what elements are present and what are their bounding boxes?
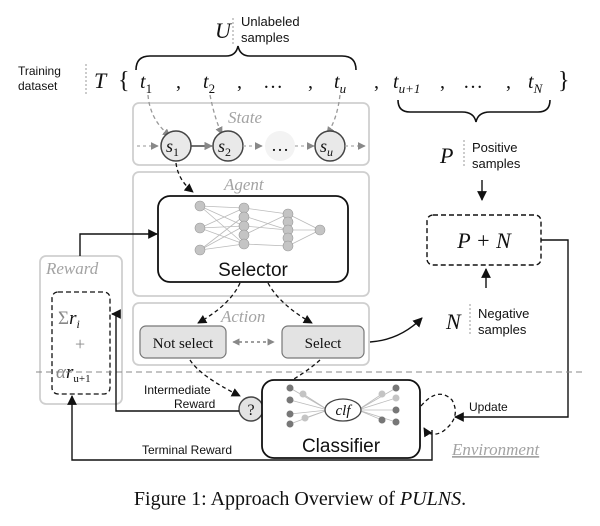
intermediate-reward-arrow [111, 309, 239, 412]
select-to-negative-arrow [369, 317, 423, 343]
pn-label: P + N [456, 228, 512, 253]
dataset-comma: , [506, 71, 511, 93]
clf-node [324, 398, 362, 422]
positive-label-line2: samples [472, 156, 521, 171]
pn-to-classifier-update-arrow [454, 239, 569, 422]
agent-title: Agent [223, 175, 265, 194]
positive-label-line1: Positive [472, 140, 518, 155]
action-title: Action [220, 307, 265, 326]
state-node-dots-label: … [271, 135, 289, 155]
unlabeled-label-line2: samples [241, 30, 290, 45]
select-label: Select [305, 336, 342, 352]
selector-box [157, 195, 349, 283]
training-open-brace: { [118, 68, 130, 94]
dataset-item-tu1: tu+1 [393, 71, 420, 96]
dataset-ellipsis: … [463, 71, 483, 93]
state-node-s2-label: s2 [218, 136, 231, 159]
terminal-reward-label: Terminal Reward [142, 443, 232, 457]
update-label: Update [469, 400, 508, 414]
environment-title: Environment [451, 440, 540, 459]
negative-symbol: N [445, 309, 462, 334]
dataset-items: t1 , t2 , … , tu , tu+1 , … , tN [140, 71, 544, 96]
classifier-label: Classifier [302, 436, 381, 457]
dataset-item-t1: t1 [140, 71, 152, 96]
t2-to-s2-curve [209, 94, 223, 135]
remaining-brace [397, 99, 551, 123]
state-node-dots [265, 131, 295, 161]
dataset-item-tu: tu [334, 71, 347, 96]
classifier-output-nodes [378, 384, 400, 426]
unlabeled-brace [135, 45, 357, 71]
state-to-selector-arrow [175, 162, 194, 193]
dataset-comma: , [440, 71, 445, 93]
not-select-button[interactable] [139, 325, 227, 359]
reward-title: Reward [45, 259, 99, 278]
not-select-to-question-arrow [189, 359, 241, 397]
intermediate-reward-line1: Intermediate [144, 383, 211, 397]
unlabeled-label-line1: Unlabeled [241, 14, 300, 29]
dataset-ellipsis: … [263, 71, 283, 93]
dataset-comma: , [176, 71, 181, 93]
select-button[interactable] [281, 325, 365, 359]
state-node-s1-label: s1 [166, 136, 179, 159]
training-label-line2: dataset [18, 79, 58, 93]
negative-label-line2: samples [478, 322, 527, 337]
dataset-comma: , [237, 71, 242, 93]
reward-sum-term: Σri [58, 308, 80, 331]
figure-caption: Figure 1: Approach Overview of PULNS. [134, 488, 466, 510]
classifier-network-icon [289, 387, 397, 425]
terminal-reward-arrow [67, 395, 433, 461]
unlabeled-symbol: U [215, 18, 233, 43]
reward-to-selector-arrow [79, 229, 158, 256]
positive-symbol: P [439, 143, 453, 168]
training-label-line1: Training [18, 64, 61, 78]
state-node-su-label: su [320, 136, 333, 159]
reward-plus: + [75, 334, 85, 354]
clf-label: clf [336, 403, 353, 419]
dataset-comma: , [308, 71, 313, 93]
not-select-label: Not select [153, 336, 214, 352]
neural-network-icon [199, 205, 321, 251]
selector-label: Selector [218, 260, 288, 281]
classifier-input-nodes [286, 384, 309, 428]
neural-nodes [194, 200, 326, 256]
intermediate-reward-line2: Reward [174, 397, 215, 411]
training-close-brace: } [558, 68, 570, 94]
classifier-update-loop [420, 393, 456, 438]
dataset-item-t2: t2 [203, 71, 215, 96]
dataset-item-tN: tN [528, 71, 544, 96]
reward-inner-box [51, 291, 111, 395]
training-symbol: T [94, 68, 108, 93]
negative-label-line1: Negative [478, 306, 529, 321]
state-title: State [228, 108, 262, 127]
dataset-comma: , [374, 71, 379, 93]
question-mark: ? [247, 402, 254, 419]
select-to-question-arrow [261, 359, 321, 397]
